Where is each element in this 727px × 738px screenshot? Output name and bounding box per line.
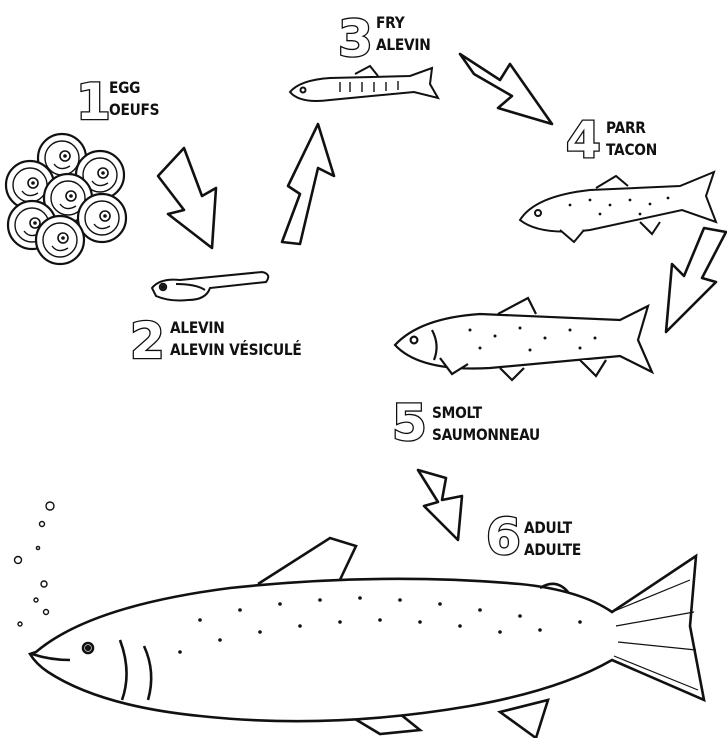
stage-3-name-en: FRY	[376, 12, 431, 34]
stage-5-name-fr: SAUMONNEAU	[432, 424, 540, 446]
fry-illustration	[290, 66, 438, 101]
bubbles-decoration	[15, 502, 55, 626]
stage-5-label: SMOLT SAUMONNEAU	[432, 402, 540, 446]
stage-4-number: 4	[566, 115, 601, 165]
eggs-illustration	[6, 134, 126, 264]
smolt-illustration	[395, 298, 652, 380]
stage-6-number: 6	[486, 512, 521, 562]
arrow-parr-to-smolt	[666, 228, 726, 332]
stage-3-name-fr: ALEVIN	[376, 34, 431, 56]
stage-4-label: PARR TACON	[606, 117, 657, 161]
stage-3-number: 3	[338, 14, 373, 64]
stage-4-name-en: PARR	[606, 117, 657, 139]
stage-4-name-fr: TACON	[606, 139, 657, 161]
adult-salmon-illustration	[30, 538, 704, 738]
stage-2-name-fr: ALEVIN VÉSICULÉ	[170, 339, 302, 361]
stage-2-label: ALEVIN ALEVIN VÉSICULÉ	[170, 317, 302, 361]
stage-1-number: 1	[76, 77, 111, 127]
arrow-smolt-to-adult	[418, 470, 462, 540]
stage-5-number: 5	[392, 398, 427, 448]
stage-6-label: ADULT ADULTE	[524, 517, 581, 561]
stage-1-label: EGG OEUFS	[109, 77, 159, 121]
stage-6-name-fr: ADULTE	[524, 539, 581, 561]
stage-3-label: FRY ALEVIN	[376, 12, 431, 56]
stage-5-name-en: SMOLT	[432, 402, 540, 424]
stage-2-number: 2	[130, 316, 165, 366]
arrow-fry-to-parr	[460, 54, 552, 124]
stage-6-name-en: ADULT	[524, 517, 581, 539]
arrow-alevin-to-fry	[282, 124, 334, 244]
stage-2-name-en: ALEVIN	[170, 317, 302, 339]
parr-illustration	[520, 172, 716, 242]
arrow-egg-to-alevin	[158, 148, 216, 248]
alevin-illustration	[152, 272, 268, 301]
stage-1-name-en: EGG	[109, 77, 159, 99]
stage-1-name-fr: OEUFS	[109, 99, 159, 121]
